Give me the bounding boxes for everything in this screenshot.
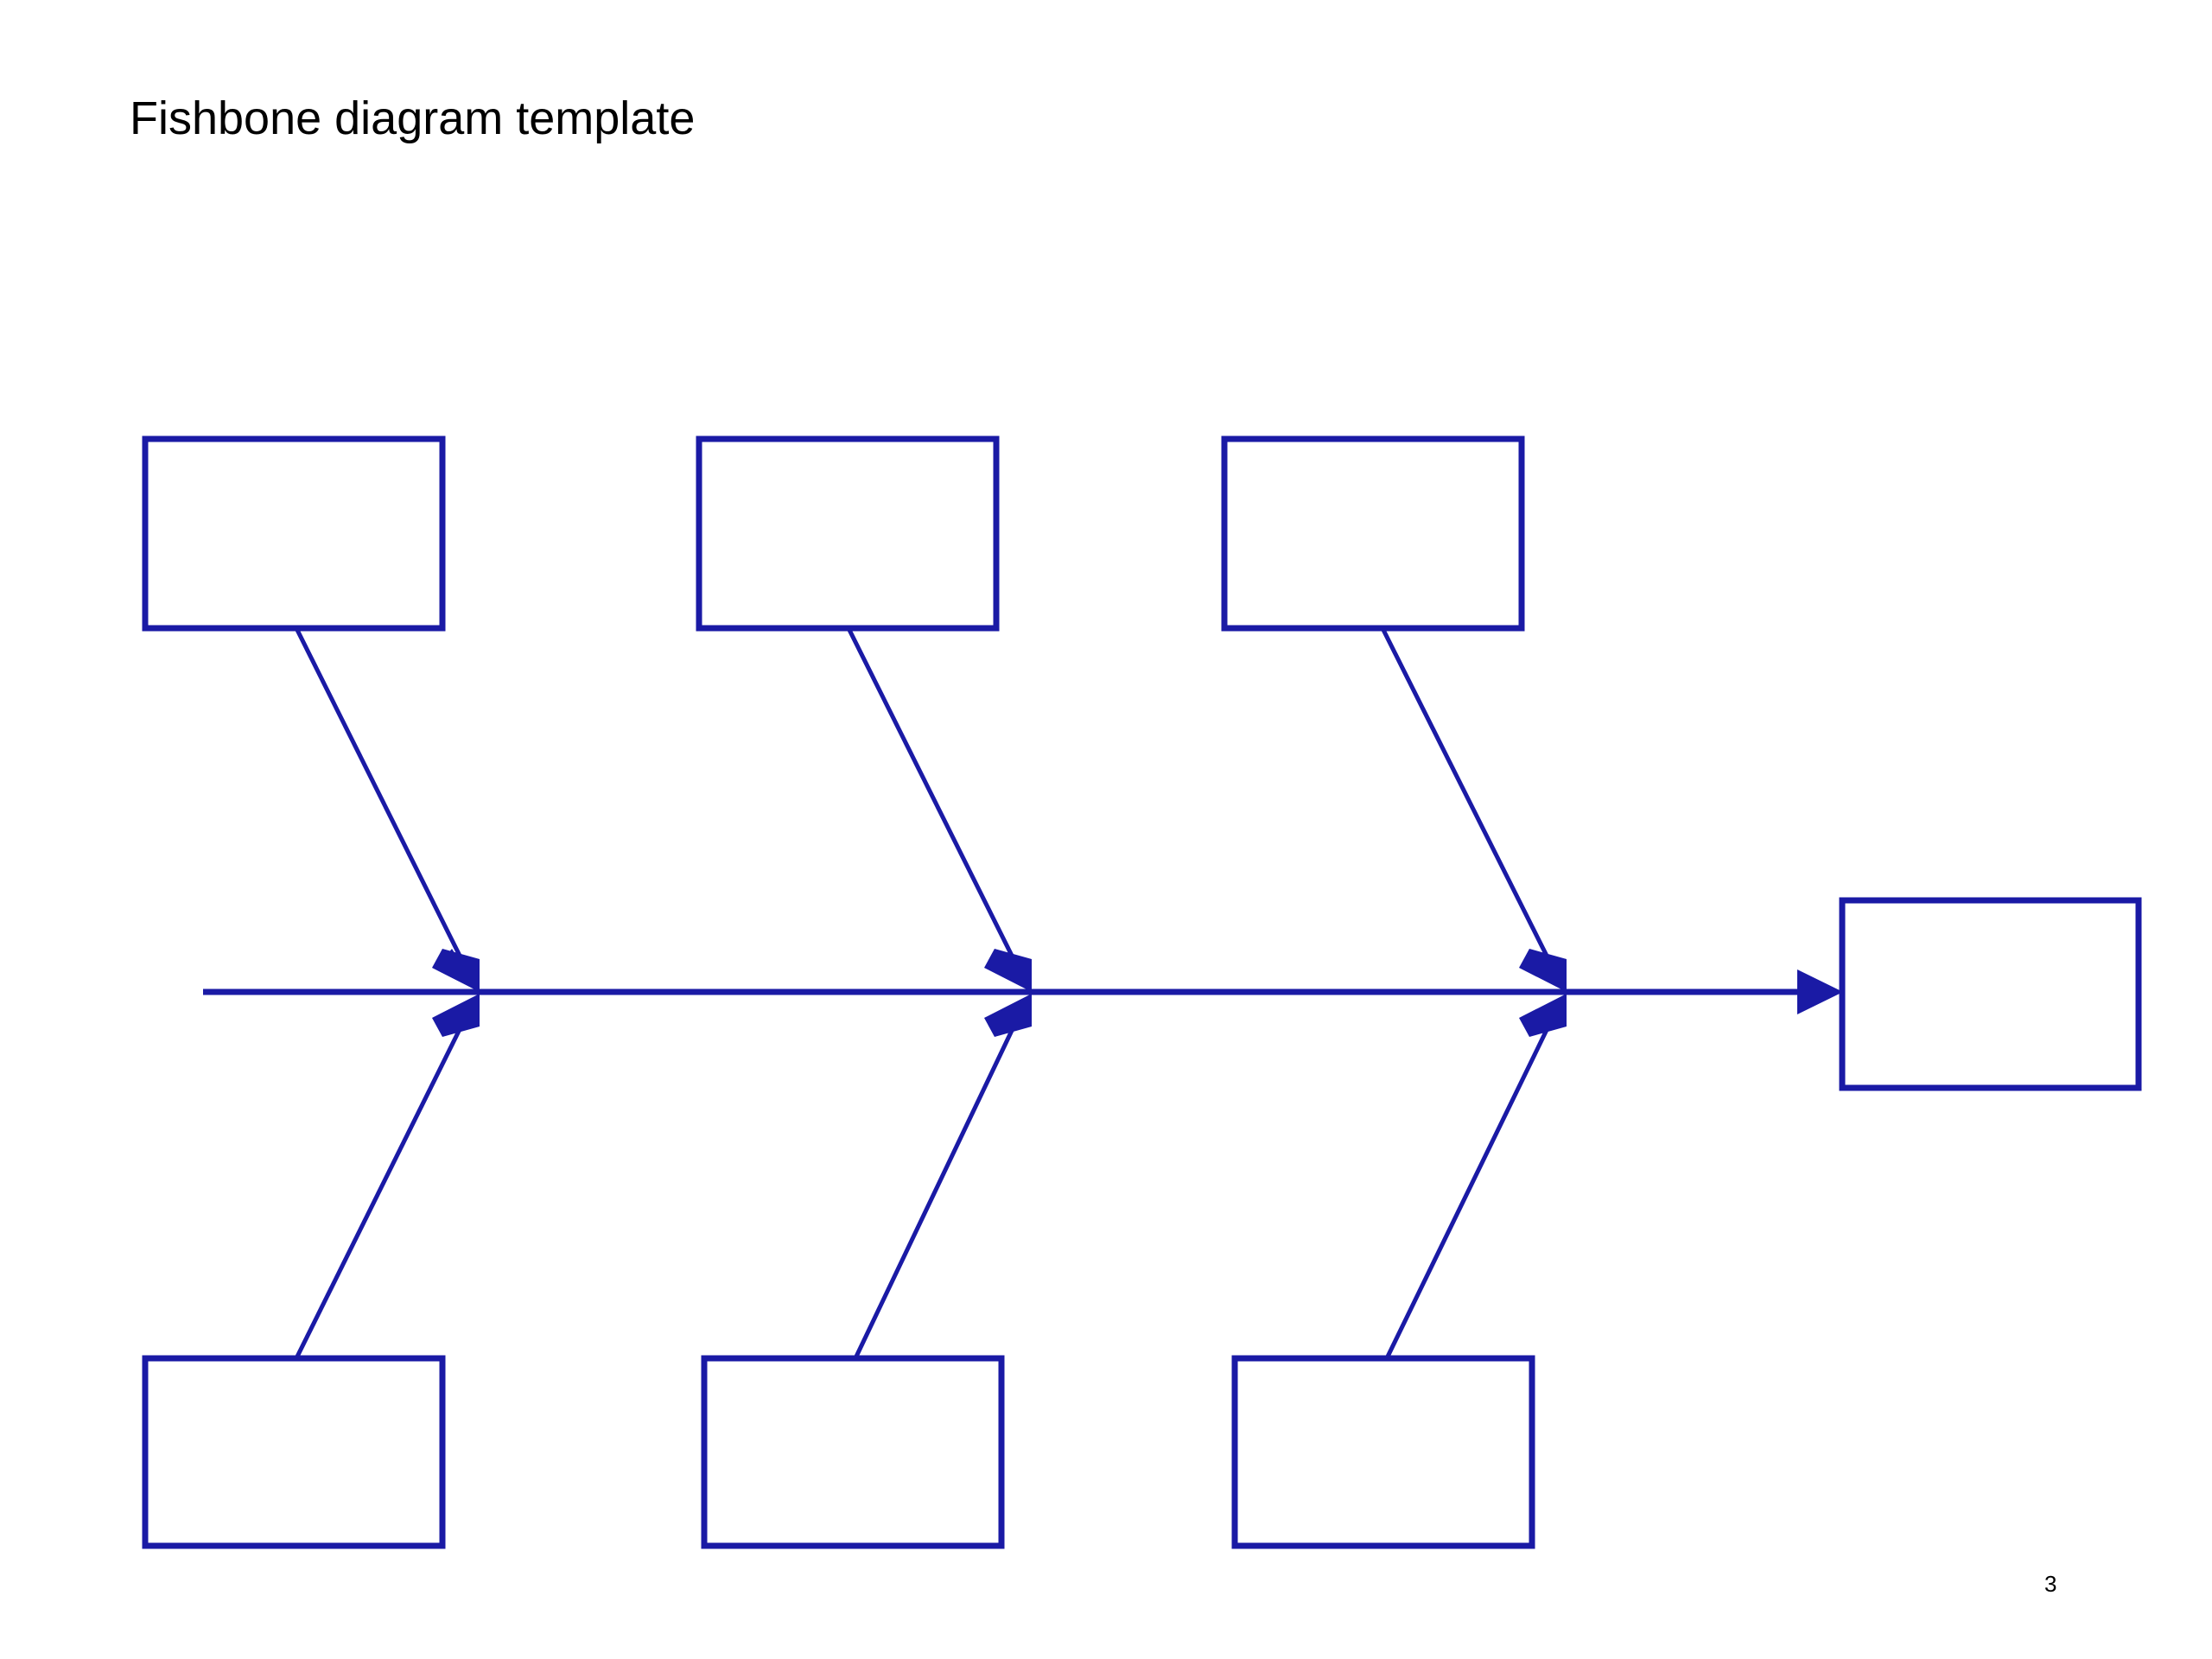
bone-line-bottom-3: [1384, 998, 1564, 1360]
bone-line-top-2: [846, 626, 1029, 987]
cause-box-bottom-2[interactable]: [701, 1355, 1005, 1549]
cause-box-top-2-label[interactable]: [699, 439, 996, 628]
bone-line-top-3: [1380, 626, 1564, 987]
cause-box-top-1[interactable]: [142, 435, 446, 632]
effect-box-label[interactable]: [1842, 900, 2139, 1088]
bone-bottom-2: [853, 994, 1032, 1360]
bone-bottom-1: [294, 994, 480, 1360]
effect-box[interactable]: [1839, 897, 2142, 1091]
cause-box-bottom-3-label[interactable]: [1235, 1358, 1532, 1546]
cause-box-bottom-3[interactable]: [1231, 1355, 1535, 1549]
cause-box-top-3[interactable]: [1221, 435, 1525, 632]
bone-line-bottom-1: [294, 998, 477, 1360]
bone-line-top-1: [294, 626, 477, 987]
cause-box-top-2[interactable]: [696, 435, 1000, 632]
cause-box-bottom-2-label[interactable]: [704, 1358, 1001, 1546]
bone-arrowhead-top-1-barb: [432, 949, 480, 992]
bone-arrowhead-top-2: [984, 949, 1032, 992]
bone-arrowhead-top-3: [1519, 949, 1567, 992]
bone-top-1: [294, 626, 480, 992]
cause-box-bottom-1-label[interactable]: [145, 1358, 442, 1546]
cause-box-top-1-label[interactable]: [145, 439, 442, 628]
spine-group: [203, 969, 1843, 1014]
bone-top-3: [1380, 626, 1567, 992]
cause-box-top-3-label[interactable]: [1224, 439, 1522, 628]
bone-arrowhead-bottom-3: [1519, 994, 1567, 1037]
bone-bottom-3: [1384, 994, 1567, 1360]
bone-arrowhead-bottom-2: [984, 994, 1032, 1037]
spine-arrowhead-right: [1797, 969, 1843, 1014]
bone-top-2: [846, 626, 1032, 992]
page-number: 3: [2044, 1571, 2057, 1597]
bone-line-bottom-2: [853, 998, 1029, 1360]
cause-box-bottom-1[interactable]: [142, 1355, 446, 1549]
page-title: Fishbone diagram template: [130, 92, 696, 144]
bone-arrowhead-bottom-1: [432, 994, 480, 1037]
